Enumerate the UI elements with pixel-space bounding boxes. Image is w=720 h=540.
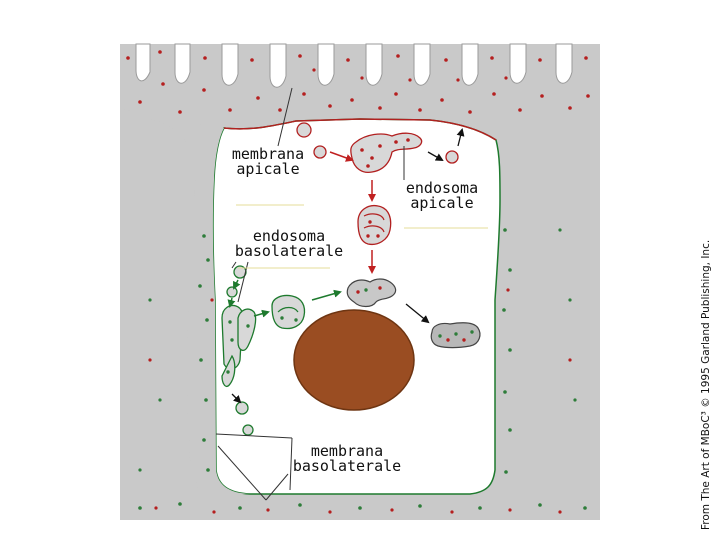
label-membrana-apicale: membrana apicale <box>222 147 314 177</box>
label-endosoma-apicale: endosoma apicale <box>396 181 488 211</box>
sorting-endosome-green <box>272 295 305 328</box>
basolateral-vesicle-3 <box>236 402 248 414</box>
label-endosoma-basolaterale: endosoma basolaterale <box>232 229 346 259</box>
nucleus <box>294 310 414 410</box>
apical-vesicle-released <box>446 151 458 163</box>
basolateral-vesicle-4 <box>243 425 253 435</box>
copyright-credit: From The Art of MBoC³ © 1995 Garland Pub… <box>700 240 712 530</box>
basolateral-vesicle-2 <box>227 287 237 297</box>
apical-vesicle-1 <box>297 123 311 137</box>
recycling-endosome <box>358 206 391 245</box>
apical-vesicle-2 <box>314 146 326 158</box>
label-membrana-basolaterale: membrana basolaterale <box>290 444 404 474</box>
